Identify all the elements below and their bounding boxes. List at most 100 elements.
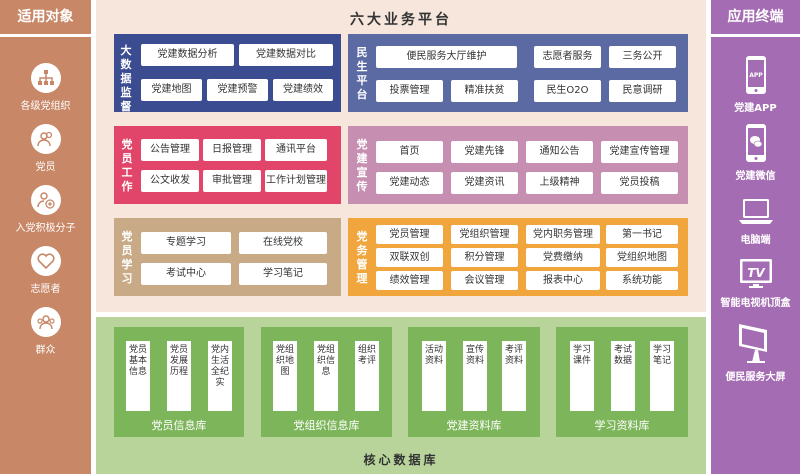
audience-list: 各级党组织 党员 入党积极分子 志愿者 群众 <box>4 37 87 470</box>
audience-label: 各级党组织 <box>20 101 71 112</box>
btn-superior-spirit[interactable]: 上级精神 <box>526 172 593 194</box>
btn-org-manage[interactable]: 党组织管理 <box>451 225 518 244</box>
audience-label: 志愿者 <box>30 284 61 295</box>
btn-document-exchange[interactable]: 公文收发 <box>141 170 199 192</box>
btn-pioneer[interactable]: 党建先锋 <box>451 141 518 163</box>
laptop-icon <box>738 199 773 224</box>
terminal-item: 便民服务大屏 <box>715 320 796 383</box>
db-title: 党员信息库 <box>151 419 207 432</box>
btn-member-submit[interactable]: 党员投稿 <box>601 172 678 194</box>
divider <box>0 34 91 37</box>
audience-item: 志愿者 <box>4 246 87 295</box>
terminal-item: 党建微信 <box>715 123 796 182</box>
db-study-materials: 学习课件 考试数据 学习笔记 学习资料库 <box>556 327 688 437</box>
panel-bigdata: 大数据监督 党建数据分析 党建数据对比 党建地图 党建预警 党建绩效 <box>114 34 341 113</box>
phone-app-icon: APP <box>745 56 766 94</box>
btn-study-notes[interactable]: 学习笔记 <box>239 263 327 285</box>
audience-item: 入党积极分子 <box>4 185 87 234</box>
group-icon <box>30 307 61 337</box>
tv-text: TV <box>747 266 766 280</box>
db-party-materials: 活动资料 宣传资料 考评资料 党建资料库 <box>408 327 540 437</box>
btn-points-manage[interactable]: 积分管理 <box>451 248 518 267</box>
wechat-phone-icon <box>745 124 766 162</box>
card-activity-material: 活动资料 <box>422 341 446 411</box>
btn-poverty-relief[interactable]: 精准扶贫 <box>451 80 518 102</box>
btn-system-functions[interactable]: 系统功能 <box>606 271 678 290</box>
btn-org-map[interactable]: 党组织地图 <box>606 248 678 267</box>
btn-first-secretary[interactable]: 第一书记 <box>606 225 678 244</box>
heart-icon <box>30 246 61 276</box>
card-exam-data: 考试数据 <box>611 341 635 411</box>
btn-announcements[interactable]: 通知公告 <box>526 141 593 163</box>
btn-notice-manage[interactable]: 公告管理 <box>141 139 199 161</box>
btn-daily-report[interactable]: 日报管理 <box>203 139 261 161</box>
terminal-item: 电脑端 <box>715 197 796 246</box>
btn-vote-manage[interactable]: 投票管理 <box>376 80 443 102</box>
platform-title: 六大业务平台 <box>350 12 452 28</box>
terminal-label: 便民服务大屏 <box>725 372 786 383</box>
panel-affairs: 党务管理 党员管理 党组织管理 党内职务管理 第一书记 双联双创 积分管理 党费… <box>348 218 688 296</box>
btn-three-affairs[interactable]: 三务公开 <box>609 46 676 68</box>
btn-topic-study[interactable]: 专题学习 <box>141 232 231 254</box>
audience-label: 党员 <box>35 162 56 173</box>
terminal-column: 应用终端 APP 党建APP 党建微信 电脑端 TV 智能电视机顶盒 便民服务大… <box>711 0 800 474</box>
btn-meeting-manage[interactable]: 会议管理 <box>451 271 518 290</box>
card-courseware: 学习课件 <box>570 341 594 411</box>
btn-party-info[interactable]: 党建资讯 <box>451 172 518 194</box>
business-platform: 六大业务平台 大数据监督 党建数据分析 党建数据对比 党建地图 党建预警 党建绩… <box>96 0 706 312</box>
panel-title: 民生平台 <box>356 46 368 101</box>
tv-icon: TV <box>739 259 772 288</box>
db-org-info: 党组织地图 党组织信息 组织考评 党组织信息库 <box>261 327 392 437</box>
panel-staff-work: 党员工作 公告管理 日报管理 通讯平台 公文收发 审批管理 工作计划管理 <box>114 126 341 204</box>
btn-data-analysis[interactable]: 党建数据分析 <box>141 44 234 66</box>
btn-publicity-manage[interactable]: 党建宣传管理 <box>601 141 678 163</box>
btn-report-center[interactable]: 报表中心 <box>526 271 600 290</box>
card-eval-material: 考评资料 <box>502 341 526 411</box>
btn-party-news[interactable]: 党建动态 <box>376 172 443 194</box>
db-title: 党组织信息库 <box>293 419 360 432</box>
btn-work-plan[interactable]: 工作计划管理 <box>265 170 327 192</box>
audience-item: 各级党组织 <box>4 63 87 112</box>
btn-exam-center[interactable]: 考试中心 <box>141 263 231 285</box>
btn-service-hall[interactable]: 便民服务大厅维护 <box>376 46 517 68</box>
btn-party-map[interactable]: 党建地图 <box>141 79 202 101</box>
panel-publicity: 党建宣传 首页 党建先锋 通知公告 党建宣传管理 党建动态 党建资讯 上级精神 … <box>348 126 688 204</box>
btn-dual-link[interactable]: 双联双创 <box>376 248 443 267</box>
panel-title: 党建宣传 <box>356 138 368 193</box>
panel-study: 党员学习 专题学习 在线党校 考试中心 学习笔记 <box>114 218 341 296</box>
panel-title: 党员工作 <box>121 138 133 193</box>
card-member-history: 党员发展历程 <box>167 341 191 411</box>
btn-party-performance[interactable]: 党建绩效 <box>273 79 333 101</box>
btn-volunteer-service[interactable]: 志愿者服务 <box>534 46 601 68</box>
audience-header: 适用对象 <box>17 9 74 25</box>
btn-duty-manage[interactable]: 党内职务管理 <box>526 225 600 244</box>
btn-public-survey[interactable]: 民意调研 <box>609 80 676 102</box>
audience-label: 群众 <box>35 345 56 356</box>
org-chart-icon <box>30 63 61 93</box>
card-publicity-material: 宣传资料 <box>463 341 487 411</box>
panel-title: 党员学习 <box>121 230 133 285</box>
btn-party-warning[interactable]: 党建预警 <box>207 79 268 101</box>
db-title: 学习资料库 <box>594 419 650 432</box>
btn-online-school[interactable]: 在线党校 <box>239 232 327 254</box>
btn-home[interactable]: 首页 <box>376 141 443 163</box>
card-org-map: 党组织地图 <box>273 341 297 411</box>
btn-comm-platform[interactable]: 通讯平台 <box>265 139 327 161</box>
btn-approval-manage[interactable]: 审批管理 <box>203 170 261 192</box>
core-title: 核心数据库 <box>363 453 439 467</box>
btn-member-manage[interactable]: 党员管理 <box>376 225 443 244</box>
btn-performance-manage[interactable]: 绩效管理 <box>376 271 443 290</box>
panel-title: 党务管理 <box>356 230 368 285</box>
card-study-notes: 学习笔记 <box>650 341 674 411</box>
panel-title: 大数据监督 <box>120 44 132 113</box>
terminal-label: 电脑端 <box>740 235 771 246</box>
terminal-list: APP 党建APP 党建微信 电脑端 TV 智能电视机顶盒 便民服务大屏 <box>715 37 796 470</box>
terminal-header: 应用终端 <box>727 9 784 25</box>
panel-livelihood: 民生平台 便民服务大厅维护 志愿者服务 三务公开 投票管理 精准扶贫 民生O2O… <box>348 34 688 112</box>
card-org-info: 党组织信息 <box>314 341 338 411</box>
db-member-info: 党员基本信息 党员发展历程 党内生活全纪实 党员信息库 <box>114 327 244 437</box>
btn-data-compare[interactable]: 党建数据对比 <box>239 44 333 66</box>
terminal-item: TV 智能电视机顶盒 <box>715 256 796 309</box>
btn-o2o[interactable]: 民生O2O <box>534 80 601 102</box>
btn-dues-payment[interactable]: 党费缴纳 <box>526 248 600 267</box>
